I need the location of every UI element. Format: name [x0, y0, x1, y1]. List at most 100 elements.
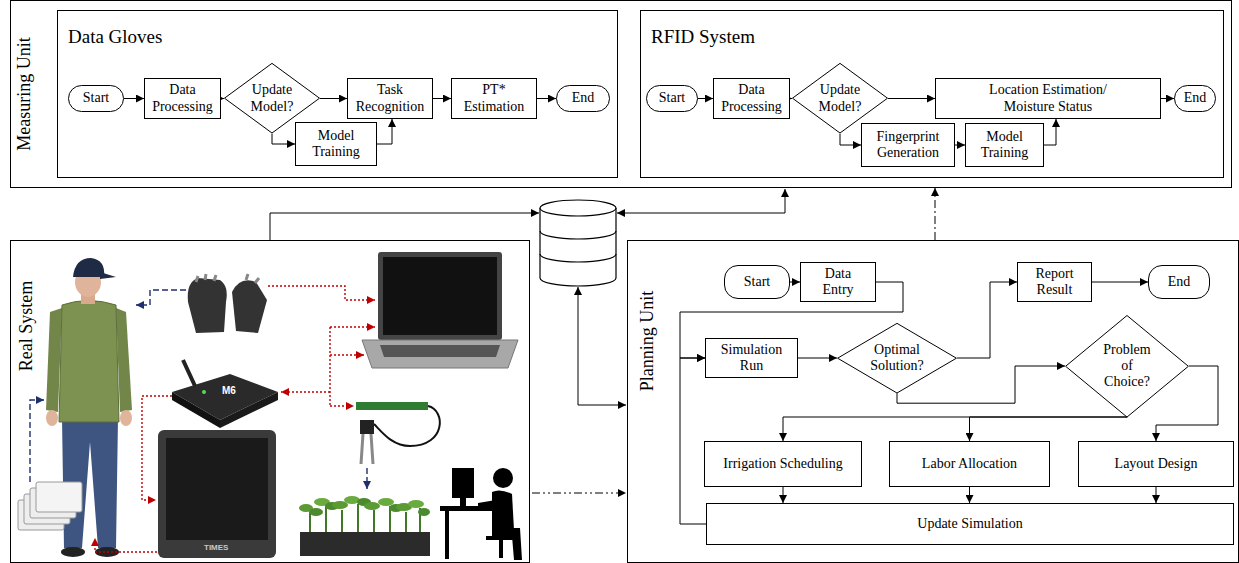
diamond-outline [1066, 315, 1189, 417]
process-label: Update Simulation [917, 516, 1022, 532]
terminal-label: End [572, 90, 595, 106]
database-link [578, 287, 626, 405]
rfid-antenna-picture [158, 430, 276, 558]
soil-sensor-picture [360, 420, 374, 434]
process-box: Data Entry [800, 262, 876, 302]
decision-diamond: Problem of Choice? [1065, 315, 1189, 418]
subsystem-panel: RFID SystemStartData ProcessingUpdate Mo… [640, 10, 1224, 178]
process-box: Layout Design [1078, 441, 1234, 487]
terminal-box: End [556, 85, 610, 112]
data-gloves-picture [232, 280, 267, 333]
rfid-reader-picture [220, 392, 278, 428]
seedling-tray-picture [364, 502, 380, 510]
process-label: Model Training [970, 129, 1039, 161]
flow-arrow [320, 98, 347, 99]
terminal-box: Start [724, 265, 790, 299]
planner-at-desk-icon [452, 468, 474, 498]
flow-arrow [955, 145, 965, 146]
process-box: Model Training [295, 122, 377, 166]
flow-arrow [840, 134, 861, 145]
wireless-link [329, 327, 330, 406]
database-link [617, 189, 785, 213]
laptop-picture [362, 340, 518, 368]
unit-panel: Measuring UnitData GlovesStartData Proce… [10, 0, 1232, 188]
physical-link [30, 290, 367, 489]
flow-arrow [957, 282, 1017, 358]
planner-at-desk-icon [499, 540, 503, 558]
device-model: M6 [222, 386, 236, 396]
planner-at-desk-icon [478, 500, 498, 508]
flow-arrow [1092, 282, 1148, 283]
subsystem-title: RFID System [651, 27, 755, 48]
process-box: Labor Allocation [889, 441, 1050, 487]
wireless-link [95, 286, 375, 552]
flow-arrow [272, 134, 295, 144]
farmer-figure [59, 301, 119, 423]
unit-title: Real System [17, 281, 37, 372]
seedling-tray-picture [408, 500, 424, 508]
physical-link [30, 400, 44, 482]
soil-sensor-picture [356, 402, 428, 410]
farmer-figure [100, 272, 116, 279]
process-label: Layout Design [1115, 456, 1198, 472]
process-box: Irrigation Scheduling [704, 441, 862, 487]
decision-label: Update Model? [250, 82, 294, 114]
flow-arrow [783, 417, 1127, 441]
terminal-label: Start [659, 90, 685, 106]
farmer-figure [46, 410, 58, 426]
process-box: Report Result [1017, 262, 1092, 302]
process-box: Location Estimation/ Moisture Status [935, 78, 1161, 119]
process-label: Location Estimation/ Moisture Status [973, 82, 1123, 114]
process-box: Model Training [965, 123, 1044, 167]
planner-at-desk-icon [493, 468, 513, 488]
seedling-tray-picture [418, 508, 430, 516]
planner-at-desk-icon [492, 490, 514, 530]
wireless-link [268, 286, 375, 300]
farmer-figure [61, 547, 85, 557]
farmer-figure [73, 258, 104, 277]
wireless-link [281, 391, 330, 392]
physical-link [136, 290, 186, 305]
process-label: PT* Estimation [456, 82, 532, 114]
decision-label: Update Model? [818, 82, 862, 114]
process-box: Simulation Run [705, 338, 798, 378]
rfid-tags-picture [36, 482, 82, 512]
subsystem-panel: Data GlovesStartData ProcessingUpdate Mo… [57, 10, 618, 178]
terminal-label: End [1168, 274, 1191, 290]
seedling-tray-picture [378, 498, 394, 506]
planner-at-desk-icon [460, 498, 466, 506]
flow-arrow [1044, 119, 1056, 145]
seedling-tray-picture [300, 532, 430, 556]
flow-arrow [969, 487, 970, 503]
flow-arrow [1161, 98, 1174, 99]
data-gloves-picture [196, 274, 259, 283]
seedling-tray-picture [309, 508, 323, 516]
flow-arrow [1156, 487, 1157, 503]
rfid-antenna-picture [158, 430, 276, 558]
terminal-label: Start [744, 274, 770, 290]
decision-diamond: Optimal Solution? [837, 323, 957, 393]
wireless-link [330, 405, 354, 406]
laptop-picture [362, 252, 518, 368]
terminal-box: Start [68, 85, 124, 112]
data-gloves-picture [188, 278, 227, 333]
planner-at-desk-icon [492, 528, 522, 560]
flow-arrow [433, 98, 451, 99]
wireless-link [95, 538, 157, 552]
database-cylinder [540, 208, 616, 286]
wireless-link [142, 396, 172, 500]
flow-arrow [377, 119, 392, 144]
brand-mark: TIMES [204, 544, 228, 552]
planner-at-desk-icon [445, 511, 449, 559]
flow-arrow [124, 98, 144, 99]
rfid-reader-picture [172, 374, 278, 420]
farmer-figure [120, 410, 132, 426]
database-cylinder [540, 200, 616, 216]
unit-panel: Real System [10, 240, 530, 563]
database-link [532, 493, 626, 494]
flow-arrow [970, 417, 1128, 441]
rfid-reader-picture [172, 392, 220, 428]
planner-at-desk-icon [486, 536, 516, 540]
process-label: Report Result [1022, 266, 1087, 298]
